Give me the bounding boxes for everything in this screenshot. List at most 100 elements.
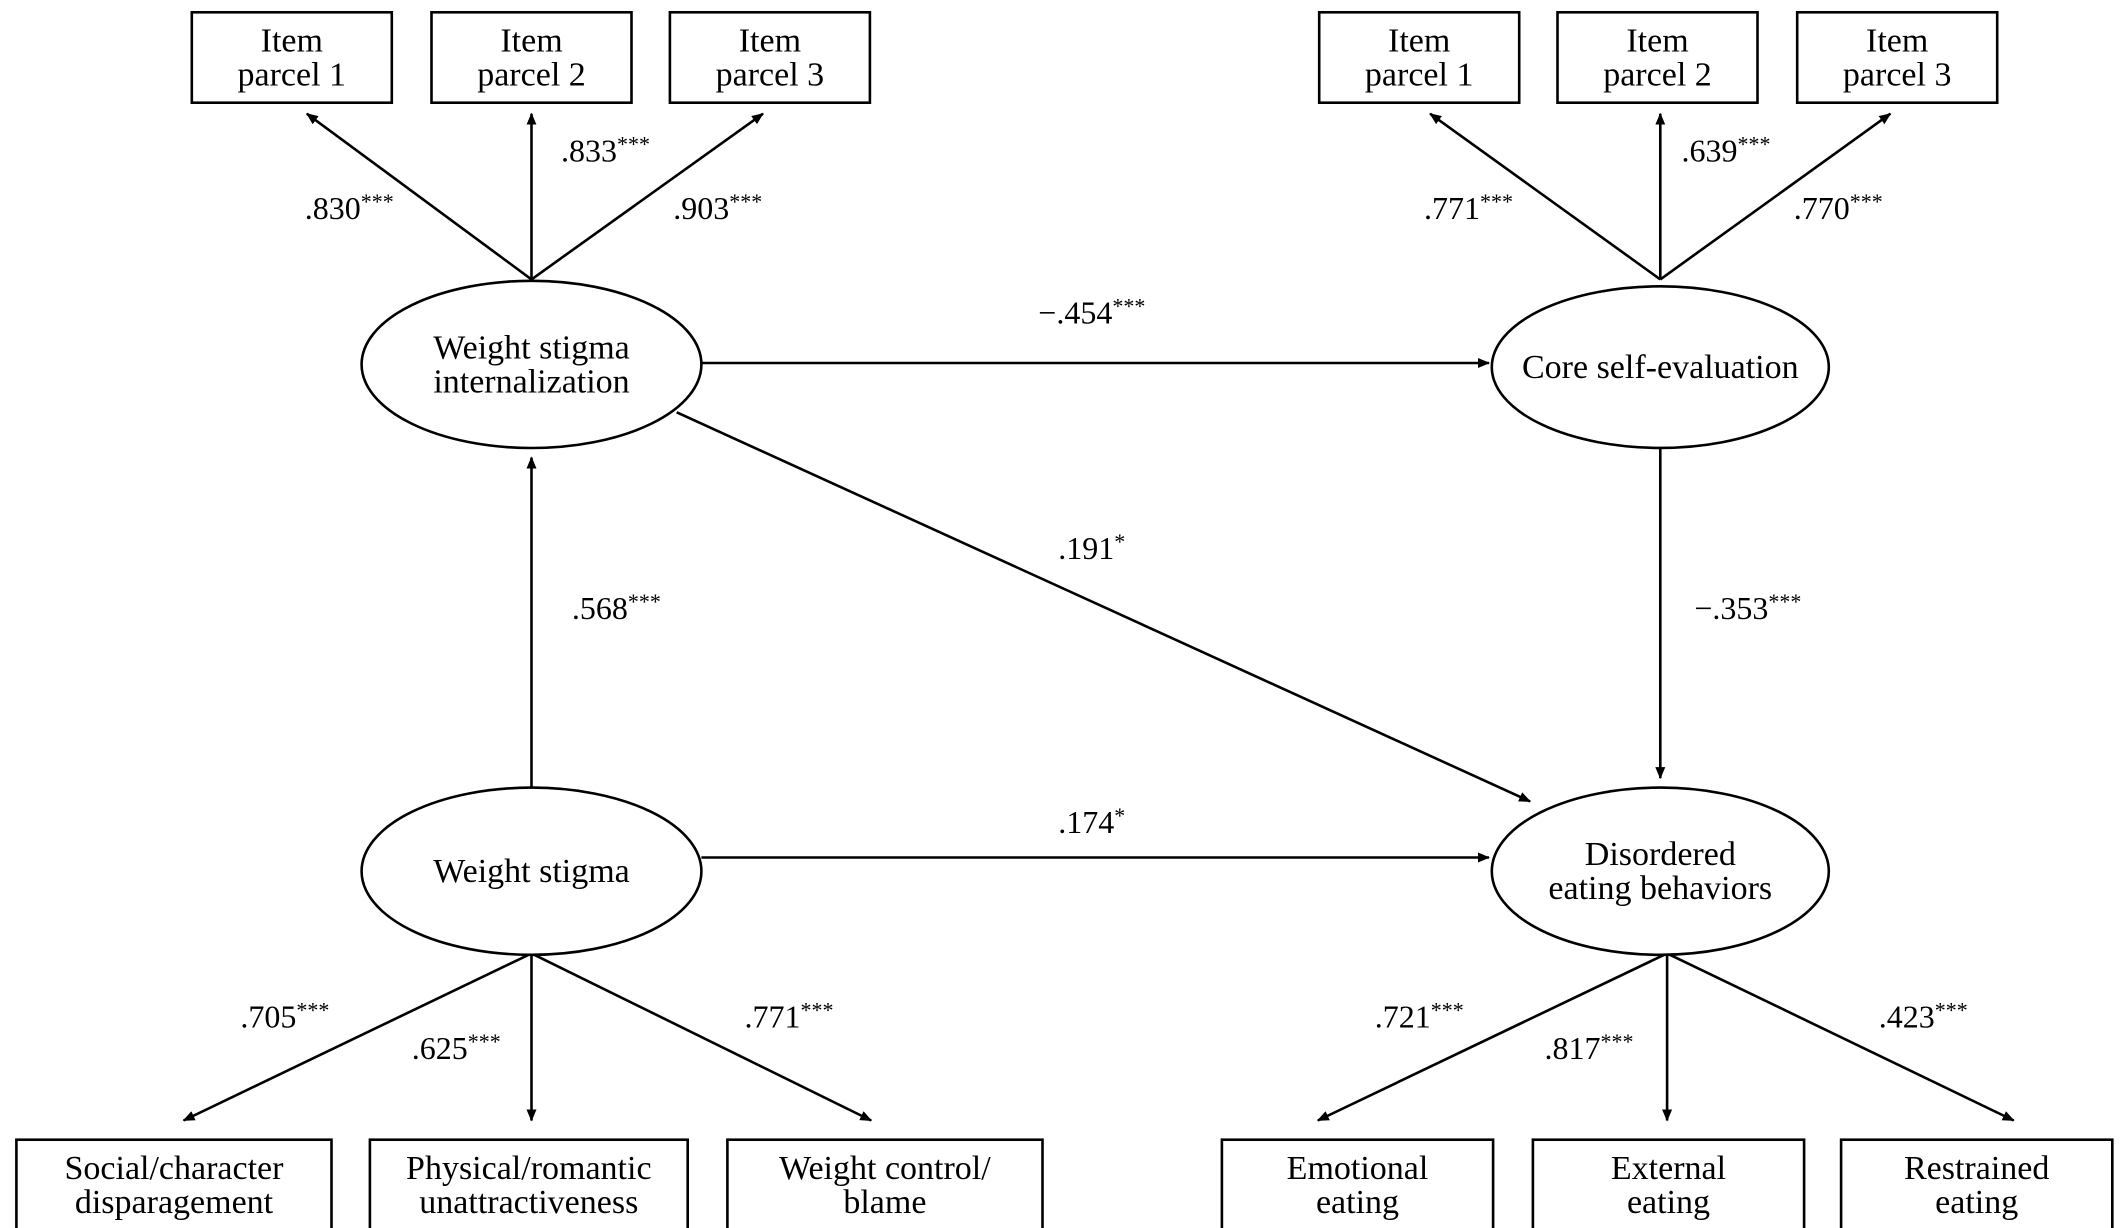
node-label-line: Item [500, 23, 562, 60]
path-arrow-ws-social [182, 952, 533, 1122]
significance-stars: *** [296, 997, 329, 1022]
path-coefficient-wsi-p2: .833*** [561, 132, 650, 169]
coefficient-value: .423 [1879, 998, 1935, 1034]
node-label-line: Core self-evaluation [1522, 349, 1799, 386]
significance-stars: * [1114, 529, 1125, 554]
coefficient-value: .174 [1058, 804, 1114, 840]
significance-stars: *** [1850, 189, 1883, 214]
path-coefficient-cse-p1: .771*** [1424, 189, 1513, 226]
significance-stars: *** [468, 1029, 501, 1054]
node-label-line: Item [1626, 23, 1688, 60]
path-coefficient-ws-control: .771*** [745, 997, 834, 1034]
path-coefficient-cse-p3: .770*** [1794, 189, 1883, 226]
ellipse-outline [360, 279, 703, 450]
significance-stars: *** [1935, 997, 1968, 1022]
box-outline [1556, 11, 1759, 105]
coefficient-value: .705 [240, 998, 296, 1034]
path-coefficient-cse-p2: .639*** [1682, 132, 1771, 169]
coefficient-value: .771 [745, 998, 801, 1034]
node-label-line: Physical/romantic [406, 1150, 652, 1187]
ellipse-outline [1490, 786, 1831, 957]
node-label-line: Weight stigma [433, 853, 630, 890]
node-label-line: eating [1316, 1184, 1399, 1221]
node-label-line: unattractiveness [419, 1184, 638, 1221]
node-label-line: Weight stigma [433, 329, 630, 366]
path-arrow-wsi-p1 [305, 112, 533, 281]
node-label-line: Weight control/ [779, 1150, 991, 1187]
box-outline [368, 1138, 689, 1228]
path-coefficient-cse-deb: −.353*** [1694, 589, 1801, 626]
significance-stars: *** [1431, 997, 1464, 1022]
significance-stars: *** [801, 997, 834, 1022]
box-outline [1220, 1138, 1495, 1228]
box-outline [726, 1138, 1044, 1228]
path-arrow-cse-p3 [1659, 112, 1892, 281]
coefficient-value: .770 [1794, 190, 1850, 226]
node-label-line: eating [1935, 1184, 2018, 1221]
path-arrow-deb-emotional [1316, 952, 1668, 1122]
significance-stars: *** [1738, 132, 1771, 157]
node-label-line: eating [1627, 1184, 1710, 1221]
indicator-box-ws-control: Weight control/blame [726, 1138, 1044, 1228]
coefficient-value: .568 [572, 590, 628, 626]
coefficient-value: .639 [1682, 133, 1738, 169]
coefficient-value: .817 [1545, 1030, 1601, 1066]
path-arrow-deb-restrained [1666, 952, 2015, 1122]
significance-stars: *** [729, 189, 762, 214]
significance-stars: *** [361, 189, 394, 214]
box-outline [1317, 11, 1521, 105]
box-outline [668, 11, 872, 105]
node-label-line: parcel 2 [1603, 57, 1712, 94]
box-outline [1531, 1138, 1806, 1228]
box-outline [15, 1138, 333, 1228]
node-label-line: eating behaviors [1548, 870, 1772, 907]
box-outline [1795, 11, 1999, 105]
path-coefficient-wsi-p1: .830*** [305, 189, 394, 226]
path-arrow-wsi-deb [676, 411, 1532, 803]
node-label-line: Item [261, 23, 323, 60]
node-label-line: Item [1866, 23, 1928, 60]
ellipse-outline [360, 786, 703, 957]
node-label-line: Item [1388, 23, 1450, 60]
significance-stars: *** [628, 589, 661, 614]
path-arrow-ws-control [530, 952, 873, 1122]
coefficient-value: .625 [412, 1030, 468, 1066]
coefficient-value: .721 [1375, 998, 1431, 1034]
labels-layer: .830***.833***.903***.771***.639***.770*… [240, 132, 1967, 1066]
node-label-line: disparagement [75, 1184, 274, 1221]
path-arrow-cse-p1 [1429, 112, 1662, 281]
path-coefficient-wsi-p3: .903*** [673, 189, 762, 226]
path-coefficient-deb-emotional: .721*** [1375, 997, 1464, 1034]
ellipse-outline [1490, 284, 1831, 450]
coefficient-value: −.454 [1038, 294, 1112, 330]
box-outline [190, 11, 394, 105]
path-coefficient-ws-social: .705*** [240, 997, 329, 1034]
coefficient-value: .903 [673, 190, 729, 226]
node-label-line: parcel 1 [238, 57, 347, 94]
path-coefficient-deb-restrained: .423*** [1879, 997, 1968, 1034]
path-coefficient-ws-wsi: .568*** [572, 589, 661, 626]
node-label-line: Social/character [65, 1150, 285, 1187]
path-arrow-wsi-p3 [530, 112, 764, 281]
path-coefficient-wsi-deb: .191* [1058, 529, 1125, 566]
node-label-line: parcel 3 [716, 57, 825, 94]
node-label-line: parcel 2 [477, 57, 586, 94]
box-outline [430, 11, 633, 105]
node-label-line: Restrained [1904, 1150, 2049, 1187]
path-coefficient-ws-physical: .625*** [412, 1029, 501, 1066]
significance-stars: *** [617, 132, 650, 157]
path-coefficient-deb-external: .817*** [1545, 1029, 1634, 1066]
coefficient-value: .191 [1058, 530, 1114, 566]
latent-variable-ws: Weight stigma [360, 786, 703, 957]
node-label-line: External [1611, 1150, 1726, 1187]
